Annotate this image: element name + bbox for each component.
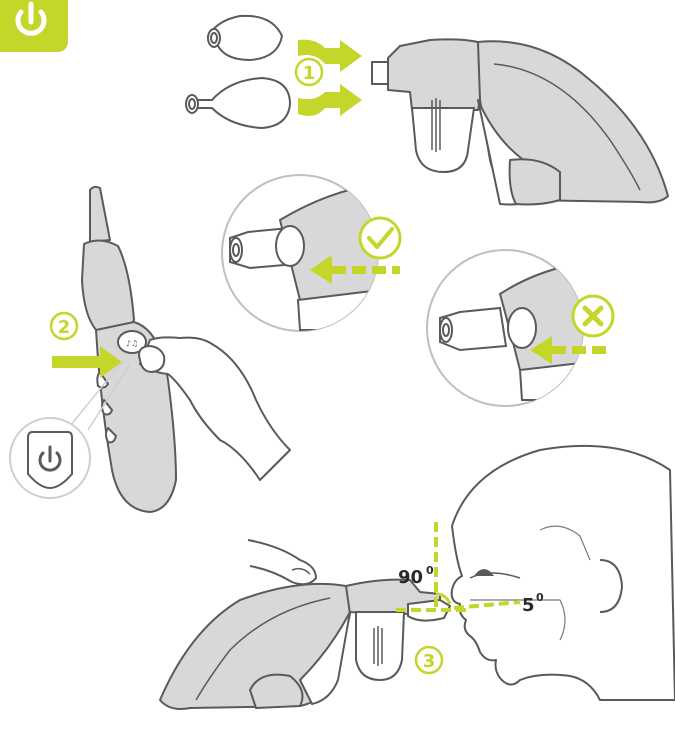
check-marker	[360, 218, 400, 258]
step-2-number: 2	[58, 317, 71, 338]
aspirator-device-step3	[160, 580, 450, 709]
angle-90-value: 90	[398, 567, 423, 588]
correct-fit-detail	[222, 175, 400, 331]
power-badge	[0, 0, 68, 52]
nozzle-tip-small	[208, 16, 282, 60]
cross-marker	[573, 296, 613, 336]
finger	[248, 540, 316, 584]
angle-90-unit: 0	[426, 564, 434, 577]
step-2-badge: 2	[51, 313, 77, 339]
svg-text:♪♫: ♪♫	[126, 339, 138, 348]
step-1-badge: 1	[296, 59, 322, 85]
incorrect-fit-detail	[427, 250, 613, 406]
angle-label-90: 90 0	[398, 564, 434, 588]
step-1-number: 1	[303, 63, 316, 84]
angle-5-unit: 0	[536, 591, 544, 604]
aspirator-device-step1	[372, 39, 668, 204]
angle-5-value: 5	[522, 595, 535, 616]
step-3-badge: 3	[416, 647, 442, 673]
nozzle-tip-large	[186, 78, 290, 128]
step-3-number: 3	[423, 651, 436, 672]
